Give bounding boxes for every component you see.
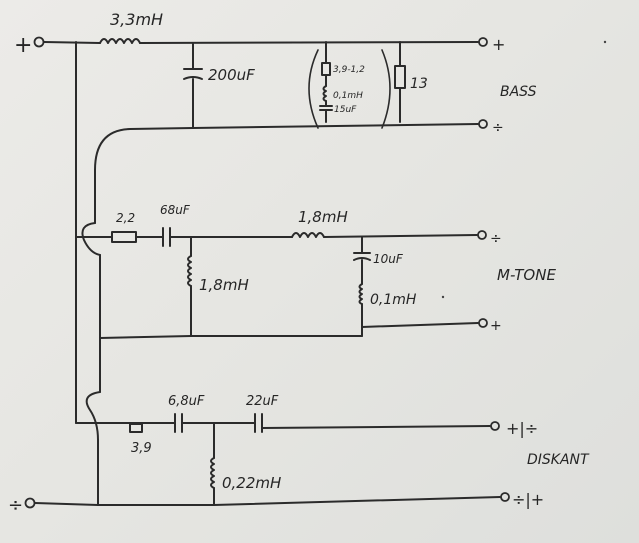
mid-minus-terminal xyxy=(477,230,487,240)
mid-shunt-cap-label: 10uF xyxy=(373,252,404,266)
mid-shunt-inductor-label: 1,8mH xyxy=(199,276,249,294)
bass-minus-label: ÷ xyxy=(492,120,504,136)
tw-inductor-label: 0,22mH xyxy=(222,474,281,492)
paren-right xyxy=(381,49,391,129)
input-wire xyxy=(43,41,101,44)
mid-minus-label: ÷ xyxy=(490,231,502,247)
input-minus-terminal xyxy=(24,497,36,509)
paren-left xyxy=(308,49,319,129)
tw-top-label: +|÷ xyxy=(506,419,538,438)
mid-resistor-label: 2,2 xyxy=(116,211,135,225)
tw-shunt-inductor xyxy=(210,457,215,489)
tw-bottom-label: ÷|+ xyxy=(512,490,544,509)
bass-opt-l-label: 0,1mH xyxy=(333,91,363,101)
mid-return-wire xyxy=(99,254,363,339)
mid-plus-label: + xyxy=(490,318,502,334)
bass-opt-r-label: 3,9-1,2 xyxy=(333,65,365,75)
mid-shunt-inductor-small xyxy=(358,283,363,305)
mid-shunt-l-label: 0,1mH xyxy=(370,292,417,308)
bass-opt-c-label: 15uF xyxy=(334,105,357,115)
bass-opt-inductor xyxy=(322,85,327,102)
tw-bottom-terminal xyxy=(500,492,510,502)
bass-cap-plate-bottom xyxy=(183,76,203,80)
mid-shunt-inductor xyxy=(187,255,192,287)
mid-plus-terminal xyxy=(478,318,488,328)
tw-resistor-label: 3,9 xyxy=(131,441,152,456)
mid-resistor xyxy=(111,231,137,243)
input-minus-label: ÷ xyxy=(8,495,23,516)
tw-crossover-hop xyxy=(85,391,101,441)
bass-plus-label: + xyxy=(492,35,505,54)
bass-return-wire xyxy=(94,123,479,171)
mid-crossover-hop xyxy=(81,222,101,256)
bass-minus-terminal xyxy=(478,119,488,129)
main-inductor xyxy=(99,38,141,44)
bass-resistor xyxy=(394,65,406,89)
input-plus-terminal xyxy=(33,36,45,48)
mid-name-label: M-TONE xyxy=(497,266,556,284)
bass-plus-terminal xyxy=(478,37,488,47)
tw-cap2-label: 22uF xyxy=(246,394,279,409)
bass-cap-label: 200uF xyxy=(208,66,255,84)
bass-name-label: BASS xyxy=(500,84,537,100)
tw-cap1-label: 6,8uF xyxy=(168,394,205,409)
bass-top-wire xyxy=(139,41,479,44)
mid-series-inductor-label: 1,8mH xyxy=(298,208,348,226)
tw-resistor xyxy=(129,423,143,433)
ground-rail xyxy=(34,496,501,506)
tw-name-label: DISKANT xyxy=(527,452,590,468)
mid-cap-label: 68uF xyxy=(160,203,191,217)
input-plus-label: + xyxy=(14,33,32,58)
main-inductor-label: 3,3mH xyxy=(110,10,163,29)
tw-top-terminal xyxy=(490,421,500,431)
bass-resistor-label: 13 xyxy=(410,76,428,92)
mid-shunt-cap-b xyxy=(353,257,371,261)
bass-opt-resistor xyxy=(321,62,331,76)
mid-series-inductor xyxy=(291,232,325,238)
